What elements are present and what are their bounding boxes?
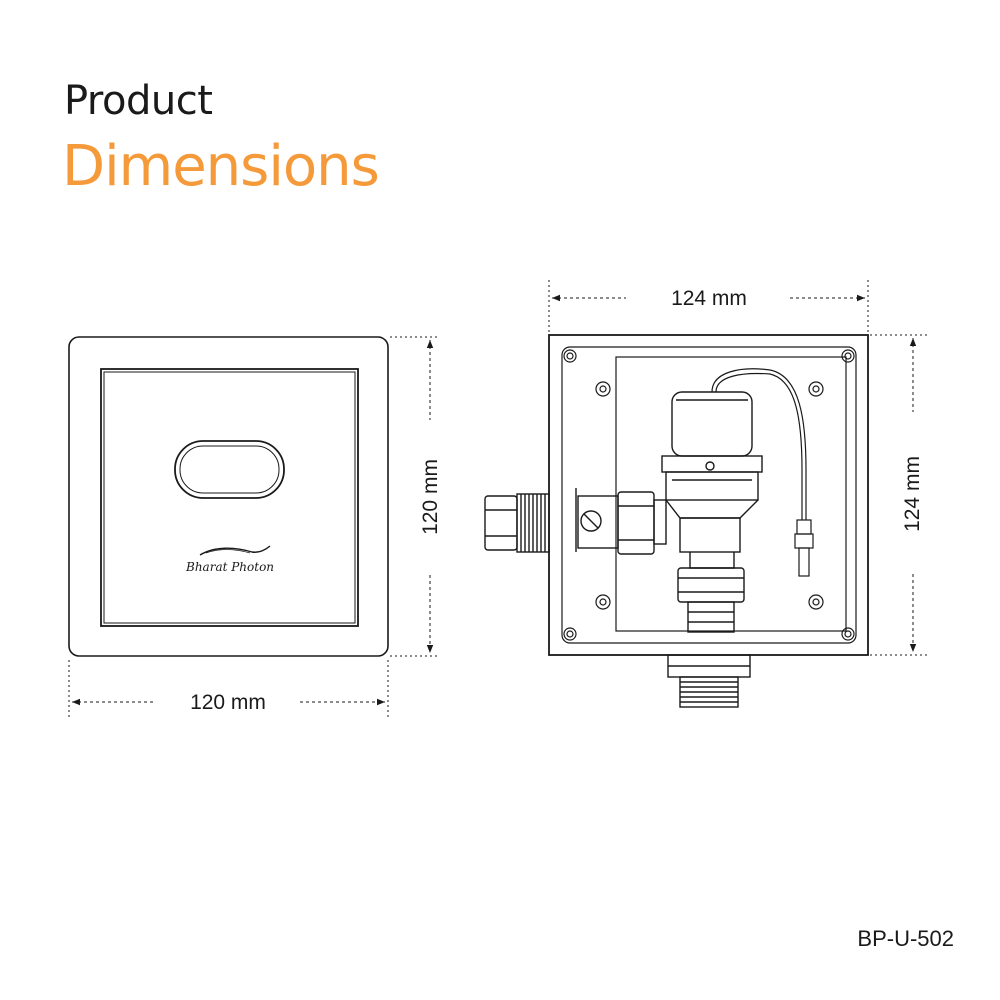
internal-width-label: 124 mm [671,287,747,310]
front-panel [68,336,389,657]
solenoid-valve [661,391,763,633]
screw-holes [563,349,855,641]
internal-height-label: 124 mm [901,456,924,532]
front-width-label: 120 mm [190,691,266,714]
front-height-dimension [390,336,440,657]
outlet-fitting [667,654,751,708]
title-dimensions: Dimensions [62,134,380,199]
front-height-label: 120 mm [419,459,442,535]
stop-valve [575,488,667,555]
front-width-dimension [68,660,389,718]
brand-logo-text: Bharat Photon [185,560,274,574]
internal-width-dimension [548,280,869,333]
brand-logo: Bharat Photon [185,545,274,574]
model-code: BP-U-502 [857,926,954,951]
inlet-fitting [484,493,550,553]
sensor-cable [711,368,814,577]
title-product: Product [64,78,213,124]
sensor-window [174,440,285,499]
internal-height-dimension [870,334,928,656]
